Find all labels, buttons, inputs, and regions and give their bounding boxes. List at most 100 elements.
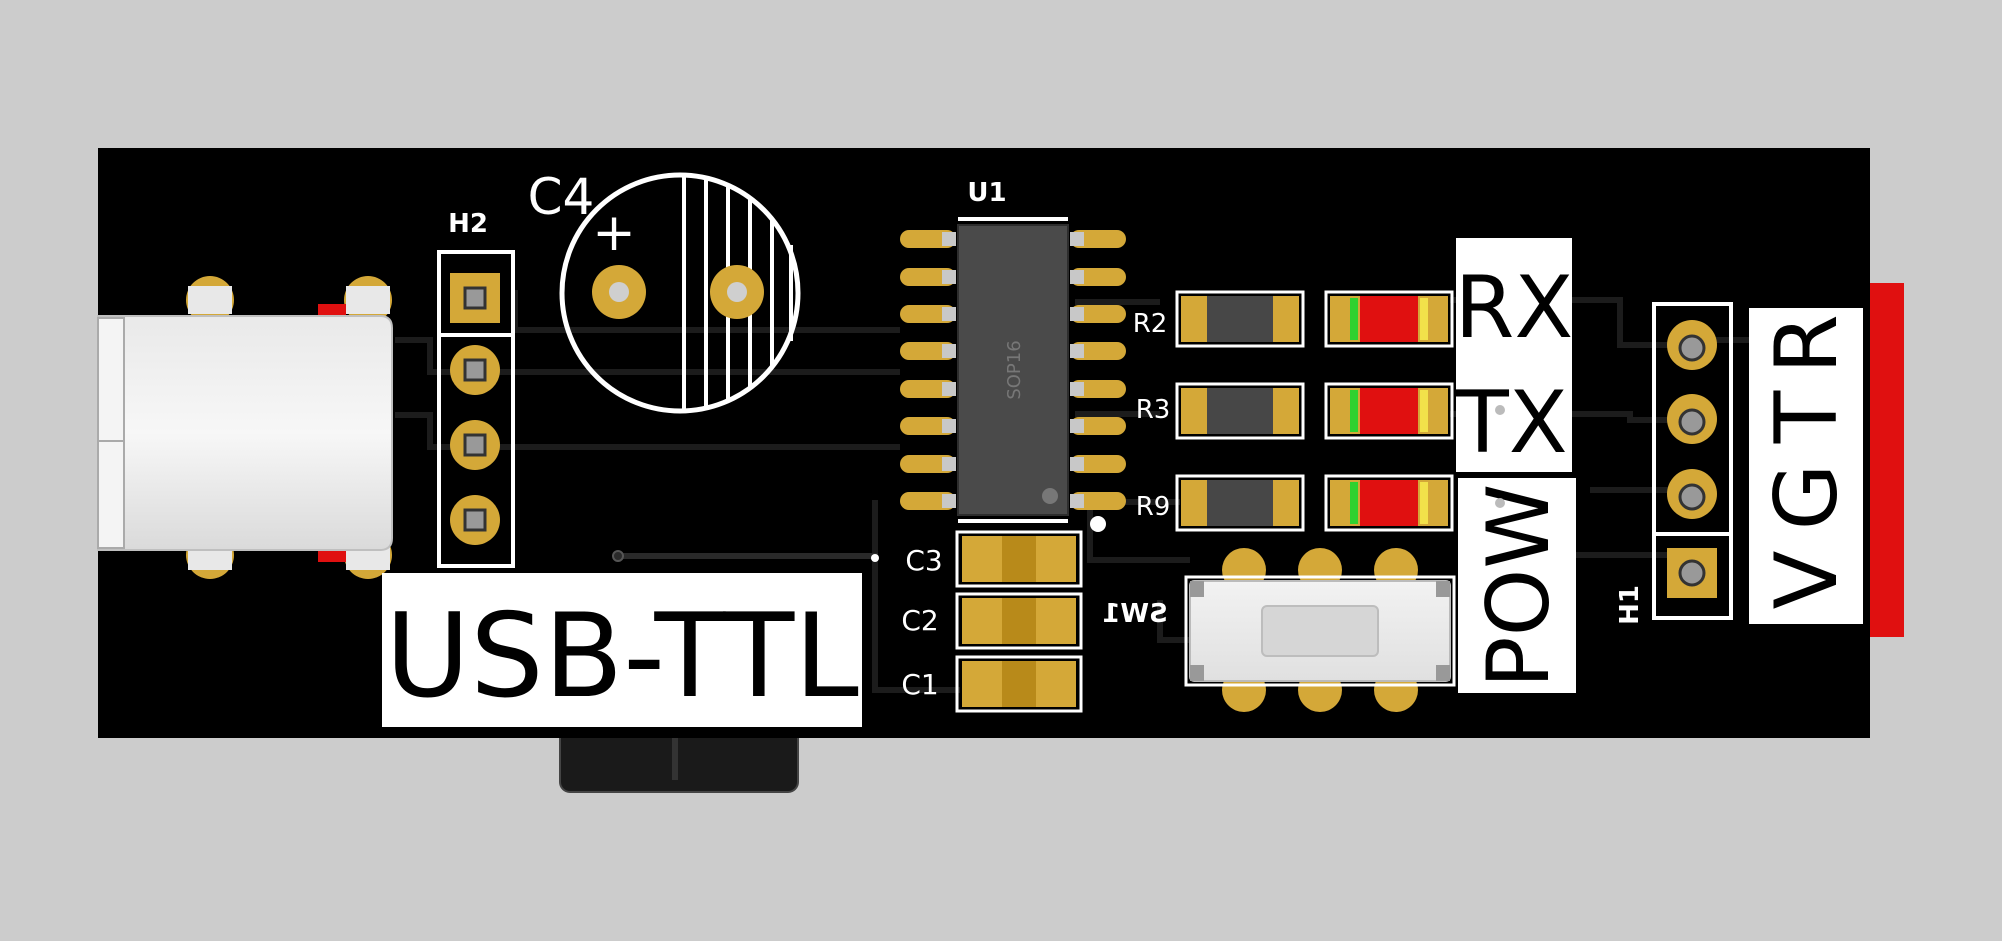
usb-type-c-connector — [97, 276, 393, 579]
tx-label: TX — [1455, 373, 1567, 473]
r2-pad-right — [1273, 296, 1299, 342]
resistor-r3: R3 — [1136, 382, 1305, 440]
r9-body — [1207, 480, 1273, 526]
c1-label: C1 — [901, 668, 938, 701]
sw1-corner — [1436, 665, 1450, 681]
usb-front-lip — [97, 317, 125, 549]
c2-label: C2 — [901, 604, 938, 637]
c4-polarity-stripes — [682, 176, 793, 410]
pin-label-t: T — [1757, 390, 1857, 444]
led-pow-green-mark — [1350, 482, 1358, 524]
usb-shell-tab — [188, 286, 232, 314]
r3-label: R3 — [1136, 395, 1171, 425]
pin-label-r: R — [1757, 314, 1857, 374]
r9-pad-right — [1273, 480, 1299, 526]
led-rx-yellow-mark — [1420, 298, 1428, 340]
c3-body — [1002, 536, 1036, 582]
r9-outline — [1175, 474, 1305, 532]
c4-label: C4 — [528, 168, 595, 226]
usb-body — [97, 315, 393, 551]
via-dot — [871, 554, 879, 562]
h2-pin-hole — [463, 358, 487, 382]
c2-outline — [955, 592, 1083, 650]
c3-label: C3 — [905, 544, 942, 577]
sw1-corner — [1190, 665, 1204, 681]
r2-outline — [1175, 290, 1305, 348]
r3-body — [1207, 388, 1273, 434]
header-h2: H2 — [437, 209, 515, 568]
capacitor-c1: C1 — [901, 655, 1083, 713]
u1-pin1-dot — [1090, 516, 1106, 532]
led-pow — [1324, 474, 1454, 532]
r2-label: R2 — [1133, 309, 1168, 339]
switch-sw1: SW1 — [1102, 548, 1456, 712]
h2-label: H2 — [448, 209, 488, 239]
r9-pad-left — [1181, 480, 1207, 526]
capacitor-c3: C3 — [905, 530, 1083, 588]
c3-pad-right — [1036, 536, 1076, 582]
h1-label: H1 — [1615, 585, 1645, 625]
sw1-label: SW1 — [1102, 599, 1168, 629]
ic-u1: SOP16 U1 — [900, 178, 1126, 532]
resistor-r9: R9 — [1136, 474, 1305, 532]
resistor-r2: R2 — [1133, 290, 1305, 348]
c4-lead — [727, 282, 747, 302]
board-title: USB-TTL — [385, 589, 859, 724]
r3-outline — [1175, 382, 1305, 440]
via-dot — [612, 550, 624, 562]
u1-pin1-dimple — [1042, 488, 1058, 504]
r3-pad-right — [1273, 388, 1299, 434]
led-tx — [1324, 382, 1454, 440]
led-rx-green-mark — [1350, 298, 1358, 340]
h2-pin-hole — [463, 286, 487, 310]
c3-pad-left — [962, 536, 1002, 582]
led-tx-yellow-mark — [1420, 390, 1428, 432]
pin-label-g: G — [1757, 464, 1857, 531]
usb-shell-tab — [346, 286, 390, 314]
c1-outline — [955, 655, 1083, 713]
h1-pin-hole — [1678, 559, 1706, 587]
h1-pin-hole — [1678, 408, 1706, 436]
header-h1: H1 — [1615, 302, 1733, 625]
led-tx-body — [1360, 388, 1418, 434]
pow-via — [1495, 498, 1505, 508]
c4-polarity-mark: + — [592, 203, 636, 263]
edge-connector-red — [1870, 283, 1904, 637]
h2-pin-hole — [463, 508, 487, 532]
r2-body — [1207, 296, 1273, 342]
u1-package-label: SOP16 — [1004, 340, 1025, 399]
capacitor-c4: + C4 — [528, 168, 801, 414]
tx-label-box — [1456, 362, 1572, 472]
tx-via — [1495, 405, 1505, 415]
rx-label: RX — [1455, 258, 1574, 358]
c1-pad-right — [1036, 661, 1076, 707]
pin-label-box — [1749, 308, 1863, 624]
led-pow-yellow-mark — [1420, 482, 1428, 524]
sw1-actuator — [1261, 605, 1379, 657]
u1-pad-tips — [942, 232, 1084, 508]
c2-pad-left — [962, 598, 1002, 644]
capacitor-c2: C2 — [901, 592, 1083, 650]
sw1-corner — [1436, 581, 1450, 597]
h1-pin-hole — [1678, 334, 1706, 362]
r3-pad-left — [1181, 388, 1207, 434]
pow-label: POW — [1469, 484, 1569, 689]
led-pow-outline — [1324, 474, 1454, 532]
pin-label-v: V — [1757, 550, 1857, 609]
led-rx-body — [1360, 296, 1418, 342]
u1-label: U1 — [967, 178, 1006, 208]
board-title-box — [382, 573, 862, 727]
sw1-outline — [1184, 575, 1456, 687]
led-pow-body — [1360, 480, 1418, 526]
r2-pad-left — [1181, 296, 1207, 342]
h2-pin-hole — [463, 433, 487, 457]
c3-outline — [955, 530, 1083, 588]
c4-outline — [559, 172, 801, 414]
h2-outline — [437, 250, 515, 568]
c4-lead — [609, 282, 629, 302]
c2-body — [1002, 598, 1036, 644]
u1-body — [957, 224, 1069, 516]
pow-label-box — [1458, 478, 1576, 693]
